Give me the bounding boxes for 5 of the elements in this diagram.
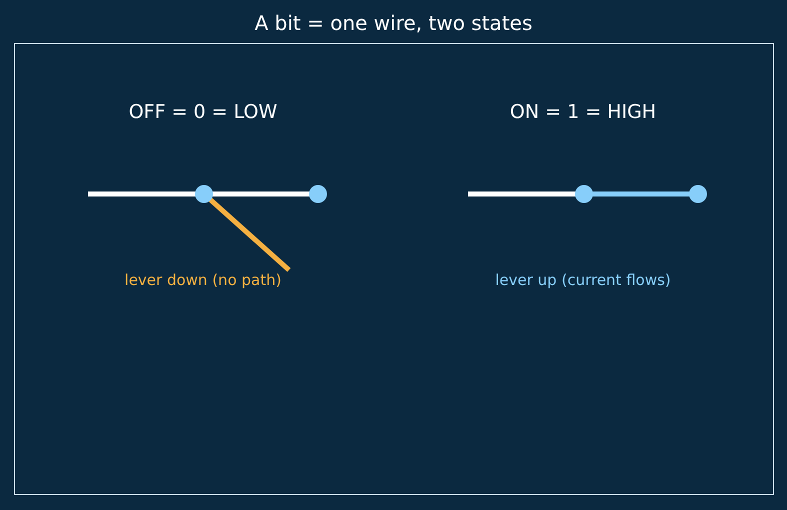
state-caption: lever up (current flows) xyxy=(494,271,672,290)
state-caption: lever down (no path) xyxy=(124,271,282,290)
state-heading: OFF = 0 = LOW xyxy=(128,100,278,125)
state-heading: ON = 1 = HIGH xyxy=(508,100,658,125)
title: A bit = one wire, two states xyxy=(254,11,534,35)
